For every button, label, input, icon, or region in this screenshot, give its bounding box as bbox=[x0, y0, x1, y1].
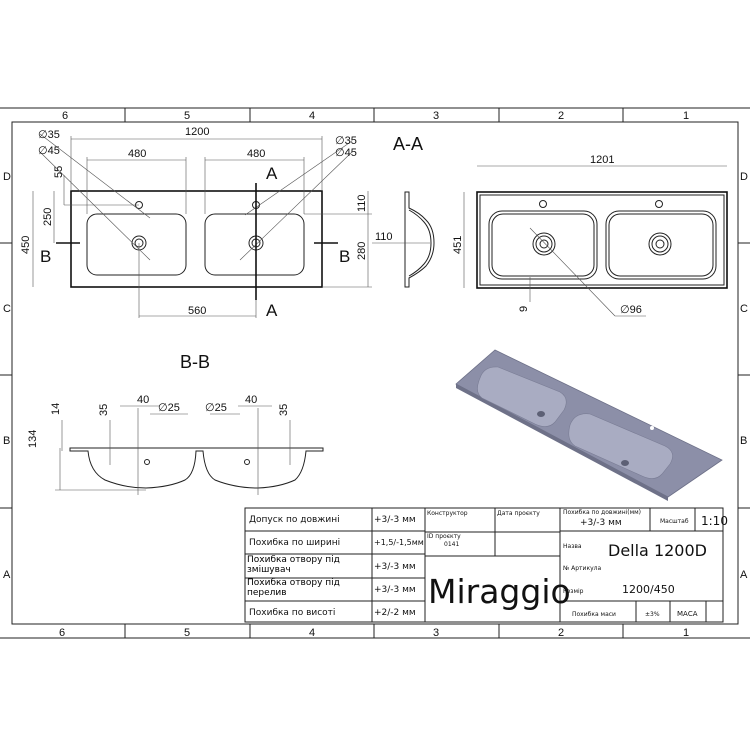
column-label: 4 bbox=[309, 627, 315, 639]
dim-basin-offset: 110 bbox=[356, 194, 368, 212]
dim-drain-diameter: ∅96 bbox=[620, 304, 642, 316]
section-marker-a: A bbox=[266, 164, 278, 183]
brand-logo: Miraggio bbox=[428, 572, 571, 611]
tolerance-label: Похибка отвору під перелив bbox=[247, 578, 340, 598]
mass-label: МАСА bbox=[677, 610, 698, 618]
dim-drain-offset: 250 bbox=[42, 208, 54, 226]
dim-basin-width-right: 480 bbox=[247, 148, 265, 160]
column-label: 2 bbox=[558, 110, 564, 122]
dim-bottom-depth: 451 bbox=[452, 236, 464, 254]
scale-value: 1:10 bbox=[701, 514, 728, 528]
dim-bb-rim: 14 bbox=[50, 403, 62, 415]
dim-bb-overflow-height-left: 35 bbox=[98, 404, 110, 416]
tolerance-label: Допуск по довжині bbox=[249, 515, 340, 525]
dim-bb-overflow-offset-right: 40 bbox=[245, 394, 257, 406]
column-label: 1 bbox=[683, 627, 689, 639]
tolerance-label: Похибка по ширині bbox=[249, 538, 340, 548]
column-label: 6 bbox=[59, 627, 65, 639]
column-label: 5 bbox=[184, 627, 190, 639]
section-marker-b: B bbox=[40, 247, 51, 266]
product-name: Della 1200D bbox=[608, 541, 707, 560]
size-value: 1200/450 bbox=[622, 583, 675, 596]
dim-bb-overflow-dia-right: ∅25 bbox=[205, 402, 227, 414]
dim-tap-hole-right: ∅35 bbox=[335, 135, 357, 147]
column-label: 5 bbox=[184, 110, 190, 122]
project-id: 0141 bbox=[444, 541, 459, 548]
column-label: 2 bbox=[558, 627, 564, 639]
tolerance-value: +2/-2 мм bbox=[374, 608, 416, 618]
column-label: 3 bbox=[433, 110, 439, 122]
dim-bb-overflow-height-right: 35 bbox=[278, 404, 290, 416]
column-label: 4 bbox=[309, 110, 315, 122]
dim-rim: 9 bbox=[518, 306, 530, 312]
article-label: № Артикула bbox=[563, 565, 601, 572]
dim-drain-right: ∅45 bbox=[335, 147, 357, 159]
column-label: 6 bbox=[62, 110, 68, 122]
date-label: Дата проєкту bbox=[497, 510, 540, 517]
sink-3d-render bbox=[455, 349, 723, 501]
row-label: A bbox=[740, 569, 748, 581]
title-block: Допуск по довжині +3/-3 мм Похибка по ши… bbox=[244, 507, 728, 623]
dim-bb-height: 134 bbox=[27, 430, 39, 448]
tolerance-label: Похибка по висоті bbox=[249, 608, 335, 618]
tolerance-value: +3/-3 мм bbox=[374, 562, 416, 572]
name-label: Назва bbox=[563, 543, 582, 550]
scale-label: Масштаб bbox=[660, 518, 689, 525]
dim-bottom-width: 1201 bbox=[590, 154, 614, 166]
section-marker-b: B bbox=[339, 247, 350, 266]
row-label: C bbox=[3, 303, 11, 315]
size-label: Розмір bbox=[563, 588, 584, 595]
section-aa-title: A-A bbox=[393, 134, 423, 154]
mass-tolerance-label: Похибка маси bbox=[572, 611, 616, 618]
dim-bb-overflow-dia-left: ∅25 bbox=[158, 402, 180, 414]
tolerance-value: +1,5/-1,5мм bbox=[374, 538, 424, 547]
dim-drain-spacing: 560 bbox=[188, 305, 206, 317]
dim-depth: 450 bbox=[20, 236, 32, 254]
dim-tap-hole-left: ∅35 bbox=[38, 129, 60, 141]
tolerance-label: Похибка отвору під змішувач bbox=[247, 555, 340, 575]
section-aa: A-A 110 bbox=[372, 134, 435, 288]
row-label: D bbox=[740, 171, 748, 183]
top-view: 1200 480 480 ∅35 ∅45 ∅35 ∅45 55 250 450 … bbox=[20, 126, 372, 320]
dim-bb-overflow-offset-left: 40 bbox=[137, 394, 149, 406]
dim-section-depth: 110 bbox=[375, 231, 393, 243]
section-marker-a: A bbox=[266, 301, 278, 320]
dim-drain-left: ∅45 bbox=[38, 145, 60, 157]
tolerance-value: +3/-3 мм bbox=[374, 585, 416, 595]
row-label: C bbox=[740, 303, 748, 315]
dim-tap-offset: 55 bbox=[53, 166, 65, 178]
length-tolerance-label: Похибка по довжині(мм) bbox=[563, 509, 641, 516]
column-label: 1 bbox=[683, 110, 689, 122]
dim-basin-depth: 280 bbox=[356, 242, 368, 260]
designer-label: Конструктор bbox=[427, 510, 468, 517]
dim-overall-width: 1200 bbox=[185, 126, 209, 138]
dim-basin-width-left: 480 bbox=[128, 148, 146, 160]
drawing-frame: 6 5 4 3 2 1 6 5 4 3 2 1 D C B A D C B A bbox=[0, 107, 750, 639]
length-tolerance-value: +3/-3 мм bbox=[580, 518, 622, 528]
row-label: A bbox=[3, 569, 11, 581]
section-bb: B-B 134 14 35 40 ∅25 ∅25 40 35 bbox=[27, 352, 324, 495]
project-id-label: ID проєкту bbox=[427, 533, 461, 540]
row-label: B bbox=[740, 435, 747, 447]
column-label: 3 bbox=[433, 627, 439, 639]
bottom-view: 1201 451 9 ∅96 bbox=[452, 154, 728, 317]
row-label: B bbox=[3, 435, 10, 447]
tolerance-value: +3/-3 мм bbox=[374, 515, 416, 525]
row-label: D bbox=[3, 171, 11, 183]
section-bb-title: B-B bbox=[180, 352, 210, 372]
mass-tolerance-value: ±3% bbox=[645, 611, 660, 618]
